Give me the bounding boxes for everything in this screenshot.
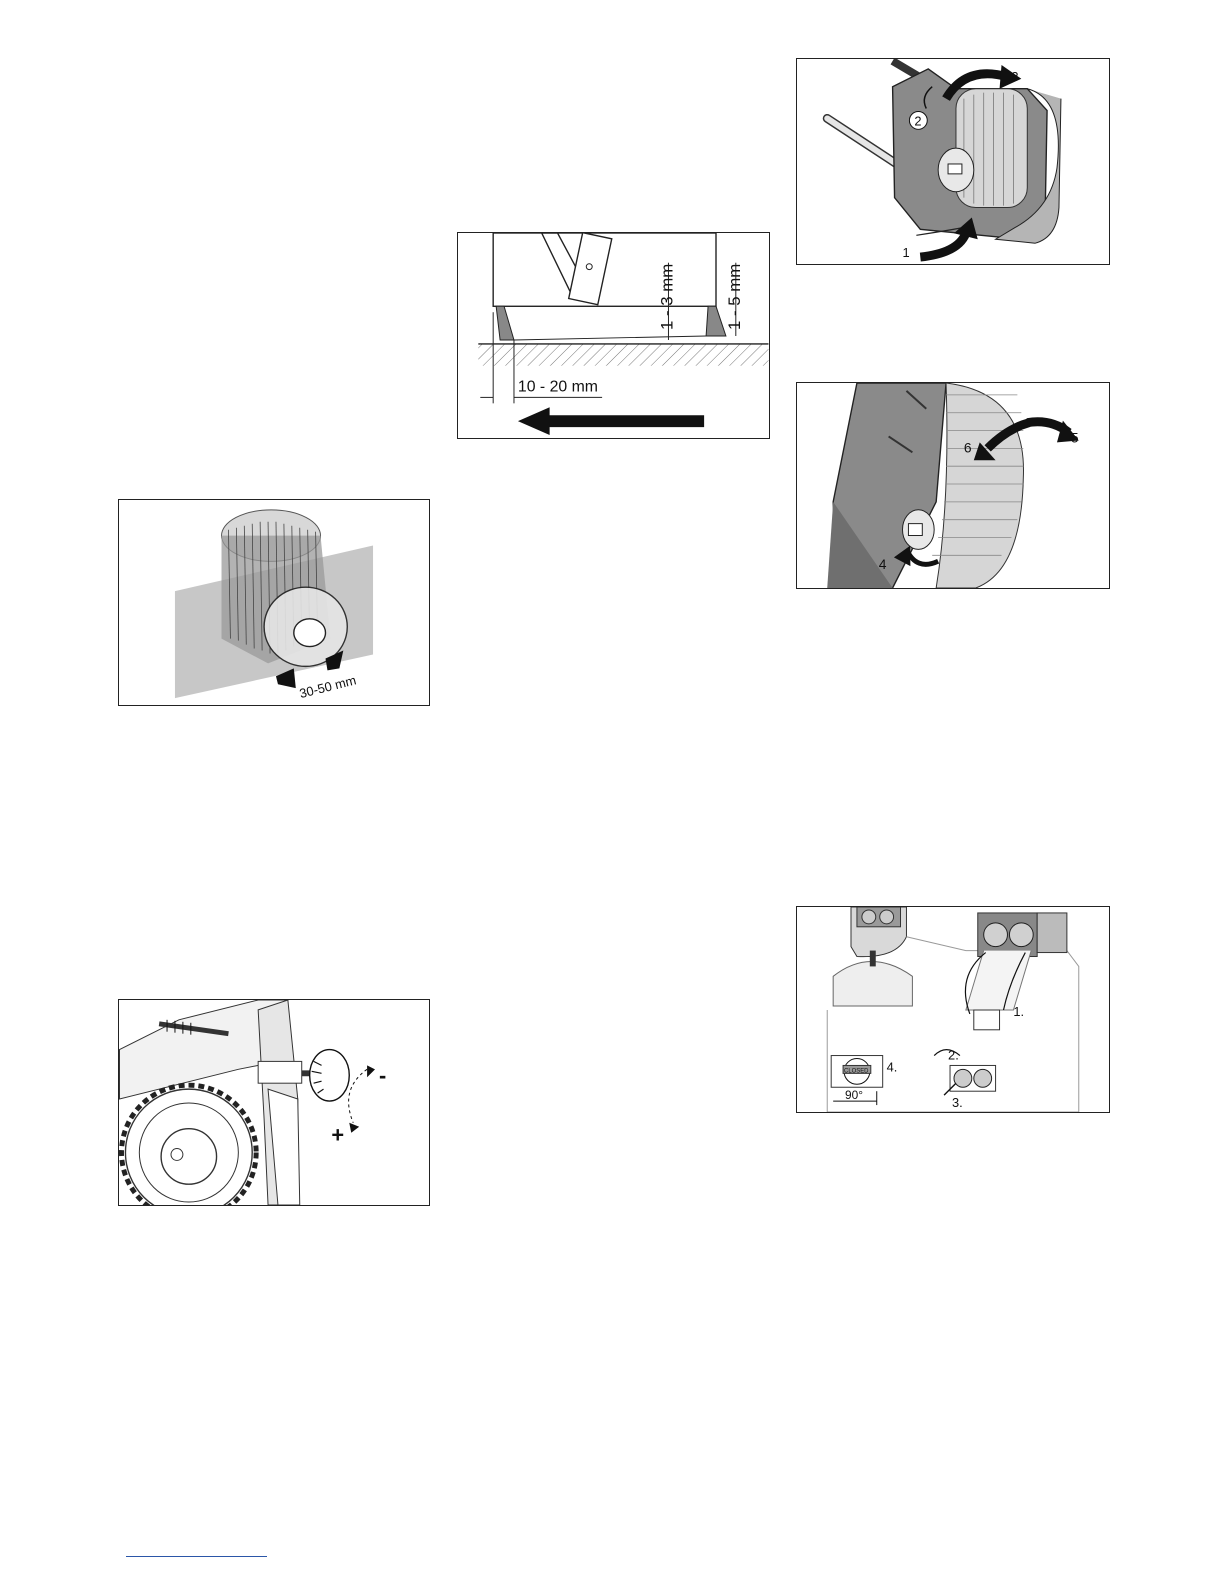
figure-filter-replace: 1. 2. 3. CLOSED 4. 90°: [796, 906, 1110, 1113]
brush-dimension-label: 30-50 mm: [298, 672, 358, 701]
adjust-block: [258, 1061, 302, 1083]
step-1-label: 1.: [1013, 1004, 1024, 1019]
strip-base: [514, 336, 706, 340]
figure-brush-removal-swap: 6 5 4: [796, 382, 1110, 589]
housing-right: [1037, 913, 1067, 953]
step-2-label: 2.: [948, 1048, 959, 1063]
figure-brush-adjust-knob: - +: [118, 999, 430, 1206]
adjust-knob-icon: [310, 1050, 350, 1101]
figure-brush-pattern: 30-50 mm: [118, 499, 430, 706]
sealing-strip-diagram: 1 - 3 mm 1 - 5 mm 10 - 20 mm: [458, 233, 769, 438]
brush-removal-swap-illustration: 6 5 4: [797, 383, 1109, 588]
overlap-label: 10 - 20 mm: [518, 378, 598, 395]
roller-brush: [936, 383, 1023, 588]
figure-sealing-strips: 1 - 3 mm 1 - 5 mm 10 - 20 mm: [457, 232, 770, 439]
front-gap-label: 1 - 3 mm: [657, 264, 676, 330]
side-brush: [833, 961, 912, 1006]
arrow-1: [920, 233, 966, 257]
rotation-arc: [349, 1069, 367, 1122]
brush-hub: [294, 619, 326, 647]
step-3-label: 3.: [952, 1095, 963, 1110]
step-4-label: 4.: [887, 1059, 898, 1074]
socket-latch: [948, 164, 962, 174]
rear-gap-label: 1 - 5 mm: [725, 264, 744, 330]
angle-label: 90°: [845, 1088, 863, 1102]
minus-label: -: [379, 1063, 386, 1088]
rear-strip: [706, 306, 726, 336]
step-2-label: 2: [914, 113, 921, 128]
plus-label: +: [331, 1123, 344, 1148]
sprocket-hub: [161, 1129, 216, 1184]
brush-adjust-illustration: - +: [119, 1000, 429, 1205]
knob-text: CLOSED: [844, 1068, 868, 1074]
step-6-label: 6: [964, 439, 972, 455]
plus-arrowhead: [349, 1123, 359, 1133]
filter-replace-illustration: 1. 2. 3. CLOSED 4. 90°: [797, 907, 1109, 1112]
socket-latch: [908, 524, 922, 536]
brush-pattern-illustration: 30-50 mm: [119, 500, 429, 705]
step-3-label: 3: [1011, 69, 1018, 84]
removed-filter: [974, 1010, 1000, 1030]
front-strip: [496, 306, 514, 340]
minus-arrowhead: [367, 1065, 375, 1077]
step-4-label: 4: [879, 556, 887, 572]
hub-bolt: [171, 1149, 183, 1161]
step-1-label: 1: [902, 245, 909, 260]
footer-link-underline: [126, 1556, 267, 1557]
roller-brush: [956, 89, 1027, 208]
figure-brush-removal-open: 2 3 1: [796, 58, 1110, 265]
floor-hatch: [478, 344, 768, 366]
brush-removal-open-illustration: 2 3 1: [797, 59, 1109, 264]
travel-direction-arrow: [518, 407, 704, 435]
step-5-label: 5: [1071, 429, 1079, 445]
